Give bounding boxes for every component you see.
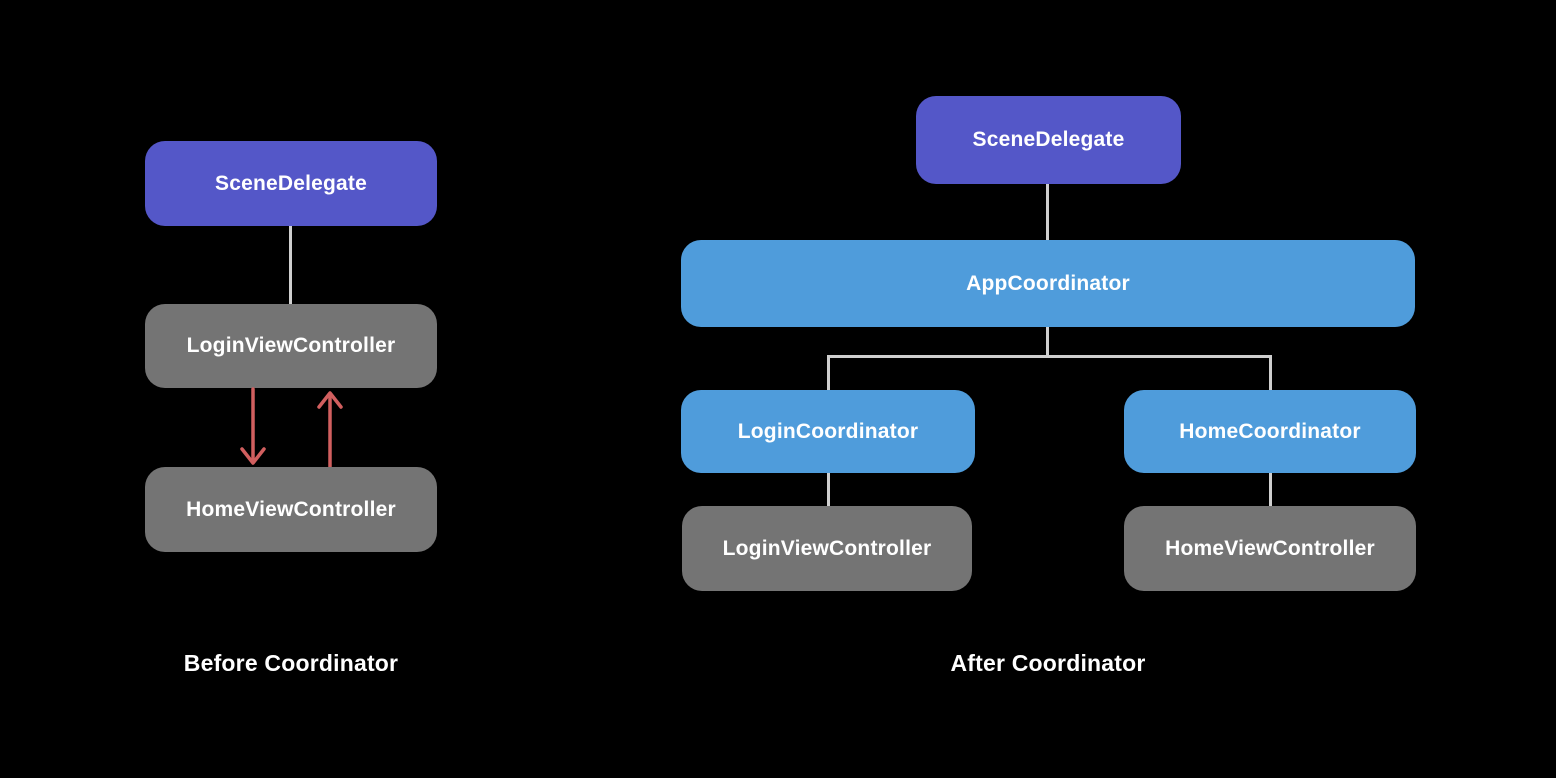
node-home-view-controller-after: HomeViewController (1124, 506, 1416, 591)
node-scene-delegate-after: SceneDelegate (916, 96, 1181, 184)
connector-home-coordinator-to-vc (1269, 473, 1272, 506)
node-login-view-controller-after: LoginViewController (682, 506, 972, 591)
connector-branch-horizontal (827, 355, 1272, 358)
node-scene-delegate-before: SceneDelegate (145, 141, 437, 226)
node-home-coordinator: HomeCoordinator (1124, 390, 1416, 473)
node-home-view-controller-before: HomeViewController (145, 467, 437, 552)
before-coordinator-caption: Before Coordinator (183, 650, 399, 676)
connector-scene-to-app (1046, 184, 1049, 240)
connector-branch-right (1269, 355, 1272, 390)
dismiss-arrow-up (317, 391, 343, 469)
connector-scene-to-login-before (289, 226, 292, 304)
after-coordinator-caption: After Coordinator (950, 650, 1146, 676)
node-login-coordinator: LoginCoordinator (681, 390, 975, 473)
connector-app-stub (1046, 327, 1049, 357)
node-app-coordinator: AppCoordinator (681, 240, 1415, 327)
push-arrow-down (240, 387, 266, 465)
node-login-view-controller-before: LoginViewController (145, 304, 437, 388)
connector-login-coordinator-to-vc (827, 473, 830, 506)
connector-branch-left (827, 355, 830, 390)
